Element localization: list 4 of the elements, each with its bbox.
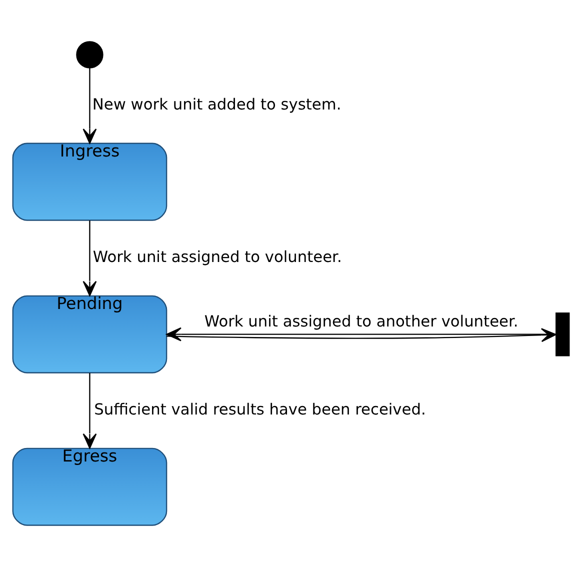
edge-label: Work unit assigned to volunteer. (92, 248, 342, 266)
edge-label: Sufficient valid results have been received. (94, 400, 426, 419)
edge-label: New work unit added to system. (92, 96, 342, 114)
edge-label: Work unit assigned to another volunteer. (204, 312, 518, 331)
